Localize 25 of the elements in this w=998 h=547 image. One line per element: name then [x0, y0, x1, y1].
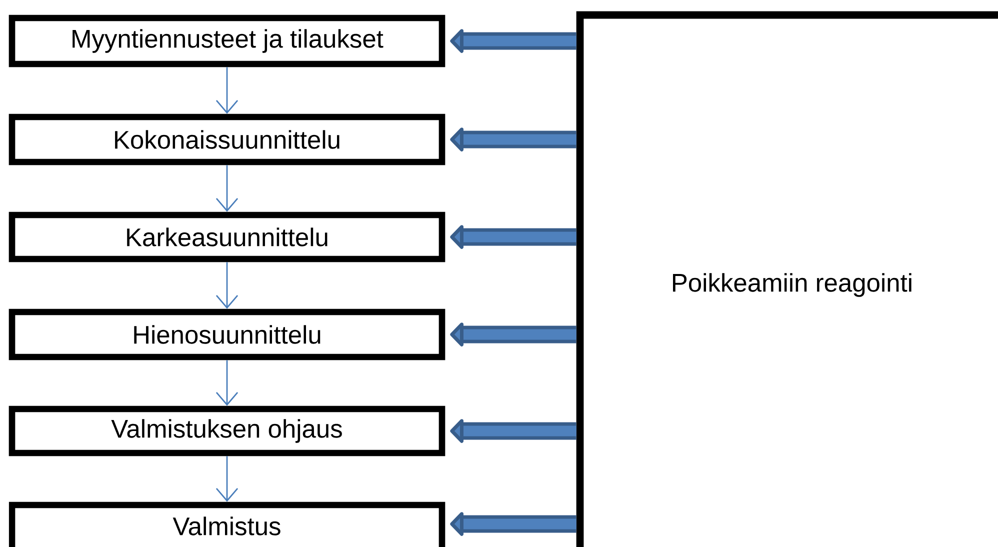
- arrow: [216, 67, 238, 114]
- arrow: [216, 165, 238, 212]
- arrow: [216, 360, 238, 406]
- block-arrow: [450, 419, 576, 443]
- arrow: [216, 456, 238, 502]
- box-label: Karkeasuunnittelu: [127, 228, 328, 246]
- block-arrow: [450, 322, 576, 346]
- box-label: Kokonaissuunnittelu: [115, 130, 340, 149]
- block-arrow: [450, 225, 576, 249]
- box-label: Valmistus: [172, 516, 280, 536]
- box-label: Hienosuunnittelu: [134, 325, 320, 344]
- panel-box: [576, 11, 998, 547]
- block-arrow: [450, 128, 576, 152]
- block-arrow: [450, 29, 576, 53]
- process-box: [8, 212, 446, 262]
- process-box: [8, 14, 446, 68]
- arrow: [216, 262, 238, 309]
- box-label: Valmistuksen ohjaus: [111, 419, 342, 443]
- box-label: Myyntiennusteet ja tilaukset: [72, 29, 384, 53]
- process-box: [8, 502, 446, 547]
- process-box: [8, 308, 446, 360]
- process-box: [8, 406, 446, 456]
- process-box: [8, 114, 446, 166]
- box-label: Poikkeamiin reagointi: [673, 273, 912, 297]
- block-arrow: [450, 512, 576, 536]
